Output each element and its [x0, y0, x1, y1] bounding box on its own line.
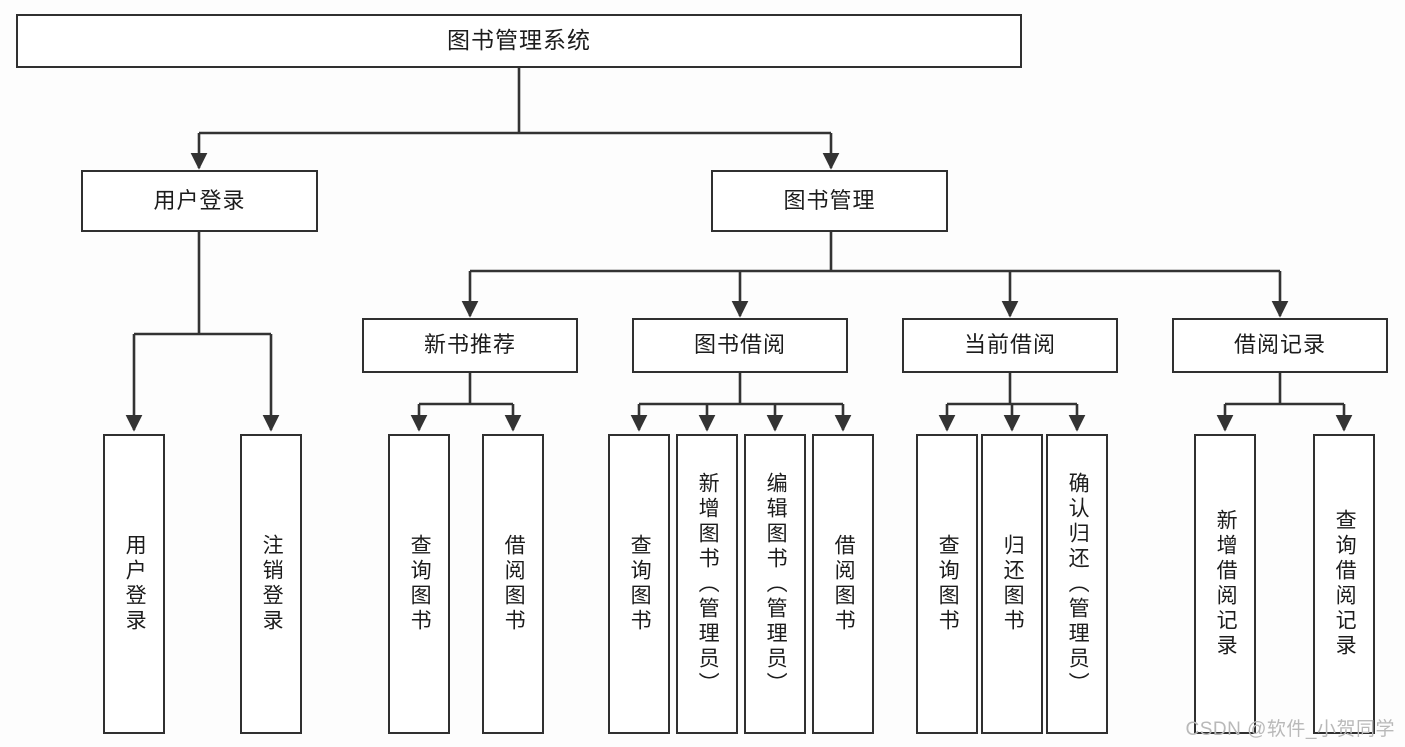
node-new-book-recommend-label: 新书推荐 — [423, 332, 516, 358]
node-leaf-borrow-book-2-label: 借阅图书 — [832, 534, 856, 634]
node-root-label: 图书管理系统 — [447, 27, 591, 54]
node-book-manage[interactable]: 图书管理 — [711, 170, 948, 232]
node-leaf-add-book-admin[interactable]: 新增图书（管理员） — [676, 434, 738, 734]
node-current-borrow[interactable]: 当前借阅 — [902, 318, 1118, 373]
node-book-borrow-label: 图书借阅 — [693, 332, 786, 358]
node-leaf-logout-login[interactable]: 注销登录 — [240, 434, 302, 734]
node-leaf-query-book-2[interactable]: 查询图书 — [608, 434, 670, 734]
node-user-login-label: 用户登录 — [153, 187, 246, 213]
watermark: CSDN @软件_小贺同学 — [1185, 719, 1395, 740]
node-leaf-query-book-3-label: 查询图书 — [936, 534, 960, 634]
node-leaf-query-book-1[interactable]: 查询图书 — [388, 434, 450, 734]
node-leaf-return-book[interactable]: 归还图书 — [981, 434, 1043, 734]
node-leaf-confirm-return-admin[interactable]: 确认归还（管理员） — [1046, 434, 1108, 734]
node-leaf-query-borrow-record[interactable]: 查询借阅记录 — [1313, 434, 1375, 734]
node-leaf-borrow-book-1[interactable]: 借阅图书 — [482, 434, 544, 734]
node-leaf-borrow-book-2[interactable]: 借阅图书 — [812, 434, 874, 734]
node-leaf-user-login[interactable]: 用户登录 — [103, 434, 165, 734]
node-leaf-borrow-book-1-label: 借阅图书 — [502, 534, 526, 634]
node-new-book-recommend[interactable]: 新书推荐 — [362, 318, 578, 373]
node-leaf-query-book-1-label: 查询图书 — [408, 534, 432, 634]
node-current-borrow-label: 当前借阅 — [963, 332, 1056, 358]
node-leaf-add-borrow-record[interactable]: 新增借阅记录 — [1194, 434, 1256, 734]
node-leaf-query-book-3[interactable]: 查询图书 — [916, 434, 978, 734]
node-borrow-record-label: 借阅记录 — [1233, 332, 1326, 358]
node-leaf-add-borrow-record-label: 新增借阅记录 — [1214, 509, 1238, 659]
node-leaf-add-book-admin-label: 新增图书（管理员） — [696, 471, 720, 697]
node-leaf-return-book-label: 归还图书 — [1001, 534, 1025, 634]
node-leaf-logout-login-label: 注销登录 — [260, 534, 284, 634]
node-user-login[interactable]: 用户登录 — [81, 170, 318, 232]
node-borrow-record[interactable]: 借阅记录 — [1172, 318, 1388, 373]
node-book-manage-label: 图书管理 — [783, 187, 876, 213]
node-leaf-edit-book-admin[interactable]: 编辑图书（管理员） — [744, 434, 806, 734]
node-book-borrow[interactable]: 图书借阅 — [632, 318, 848, 373]
node-leaf-confirm-return-admin-label: 确认归还（管理员） — [1066, 471, 1090, 697]
node-root[interactable]: 图书管理系统 — [16, 14, 1022, 68]
node-leaf-query-book-2-label: 查询图书 — [628, 534, 652, 634]
node-leaf-user-login-label: 用户登录 — [123, 534, 147, 634]
node-leaf-query-borrow-record-label: 查询借阅记录 — [1333, 509, 1357, 659]
node-leaf-edit-book-admin-label: 编辑图书（管理员） — [764, 471, 788, 697]
